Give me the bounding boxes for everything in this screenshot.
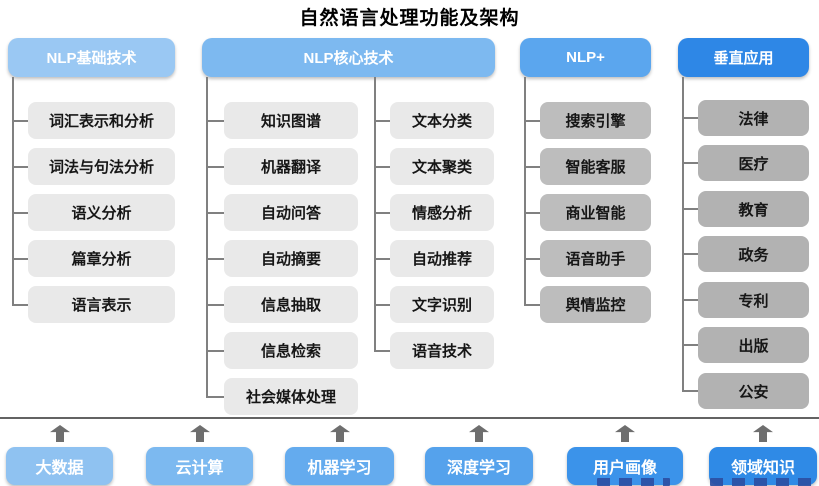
node-law: 法律 [682, 100, 809, 136]
node-auto-summary: 自动摘要 [206, 240, 358, 277]
up-arrow-icon [615, 425, 635, 442]
column-header-vertical-apps: 垂直应用 [678, 38, 809, 77]
foundation-big-data: 大数据 [6, 447, 113, 485]
up-arrow-icon [469, 425, 489, 442]
connector-line [374, 77, 376, 351]
node-business-intelligence: 商业智能 [524, 194, 651, 231]
node-semantic-analysis: 语义分析 [12, 194, 175, 231]
node-lexical-representation: 词汇表示和分析 [12, 102, 175, 139]
node-voice-assistant: 语音助手 [524, 240, 651, 277]
column-header-nlp-core: NLP核心技术 [202, 38, 495, 77]
diagram-title: 自然语言处理功能及架构 [299, 8, 520, 29]
node-government: 政务 [682, 236, 809, 272]
node-discourse-analysis: 篇章分析 [12, 240, 175, 277]
node-search-engine: 搜索引擎 [524, 102, 651, 139]
node-smart-customer-service: 智能客服 [524, 148, 651, 185]
node-opinion-monitoring: 舆情监控 [524, 286, 651, 323]
connector-line [524, 77, 526, 305]
node-info-retrieval: 信息检索 [206, 332, 358, 369]
up-arrow-icon [190, 425, 210, 442]
node-patent: 专利 [682, 282, 809, 318]
node-morphology-syntax: 词法与句法分析 [12, 148, 175, 185]
foundation-cloud-computing: 云计算 [146, 447, 253, 485]
node-public-security: 公安 [682, 373, 809, 409]
node-auto-qa: 自动问答 [206, 194, 358, 231]
node-medical: 医疗 [682, 145, 809, 181]
node-speech-technology: 语音技术 [374, 332, 494, 369]
node-ocr: 文字识别 [374, 286, 494, 323]
node-machine-translation: 机器翻译 [206, 148, 358, 185]
node-info-extraction: 信息抽取 [206, 286, 358, 323]
connector-line [682, 77, 684, 391]
watermark-fragment [710, 478, 816, 486]
up-arrow-icon [50, 425, 70, 442]
node-education: 教育 [682, 191, 809, 227]
node-sentiment-analysis: 情感分析 [374, 194, 494, 231]
watermark-fragment [597, 478, 670, 486]
node-publishing: 出版 [682, 327, 809, 363]
up-arrow-icon [753, 425, 773, 442]
connector-line [12, 77, 14, 305]
up-arrow-icon [330, 425, 350, 442]
node-auto-recommendation: 自动推荐 [374, 240, 494, 277]
node-language-representation: 语言表示 [12, 286, 175, 323]
node-social-media-processing: 社会媒体处理 [206, 378, 358, 415]
node-text-classification: 文本分类 [374, 102, 494, 139]
connector-line [206, 77, 208, 397]
foundation-separator-line [0, 417, 819, 419]
column-header-nlp-plus: NLP+ [520, 38, 651, 77]
node-text-clustering: 文本聚类 [374, 148, 494, 185]
foundation-machine-learning: 机器学习 [285, 447, 394, 485]
column-header-nlp-basics: NLP基础技术 [8, 38, 175, 77]
node-knowledge-graph: 知识图谱 [206, 102, 358, 139]
foundation-deep-learning: 深度学习 [425, 447, 533, 485]
